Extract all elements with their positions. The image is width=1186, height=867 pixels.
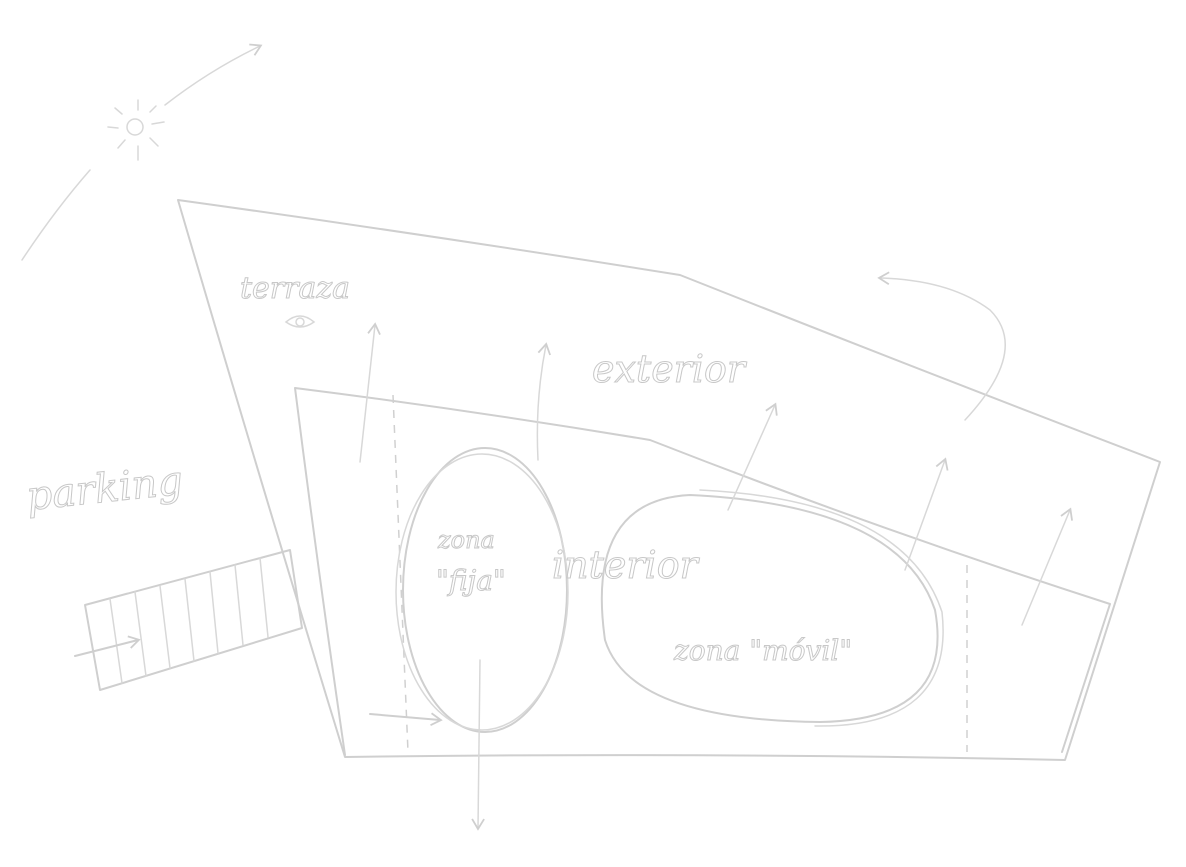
sun-path-arrow-in: [21, 169, 91, 261]
label-fixed-zone-2: "fija": [436, 564, 506, 597]
view-arrow-4: [904, 457, 949, 571]
view-arrow-curved: [877, 271, 1006, 421]
eye-icon: [284, 315, 316, 328]
label-mobile-zone: zona "móvil": [673, 634, 852, 667]
building-outline: [177, 199, 1161, 761]
mobile-zone-overstroke: [699, 489, 944, 727]
fixed-zone-shape: [402, 447, 568, 733]
view-arrow-2: [536, 342, 551, 461]
view-arrow-5: [1021, 507, 1073, 626]
entrance-stairs: [84, 549, 303, 691]
label-exterior: exterior: [592, 347, 748, 391]
view-arrow-down: [471, 659, 485, 831]
entry-arrow: [74, 635, 141, 657]
dashed-line-left: [392, 394, 409, 753]
interior-entry-arrow: [369, 712, 443, 727]
sun-path-arrow-out: [164, 43, 263, 106]
view-arrow-1: [359, 322, 381, 463]
fixed-zone-shape-overstroke: [395, 453, 569, 731]
label-fixed-zone-1: zona: [437, 526, 495, 554]
mobile-zone-shape: [600, 494, 939, 723]
label-interior: interior: [552, 543, 701, 587]
label-terrace: terraza: [240, 271, 350, 306]
sun-icon: [107, 99, 165, 161]
label-parking: parking: [24, 458, 185, 520]
interior-boundary: [294, 387, 1111, 756]
view-arrow-3: [727, 402, 778, 511]
